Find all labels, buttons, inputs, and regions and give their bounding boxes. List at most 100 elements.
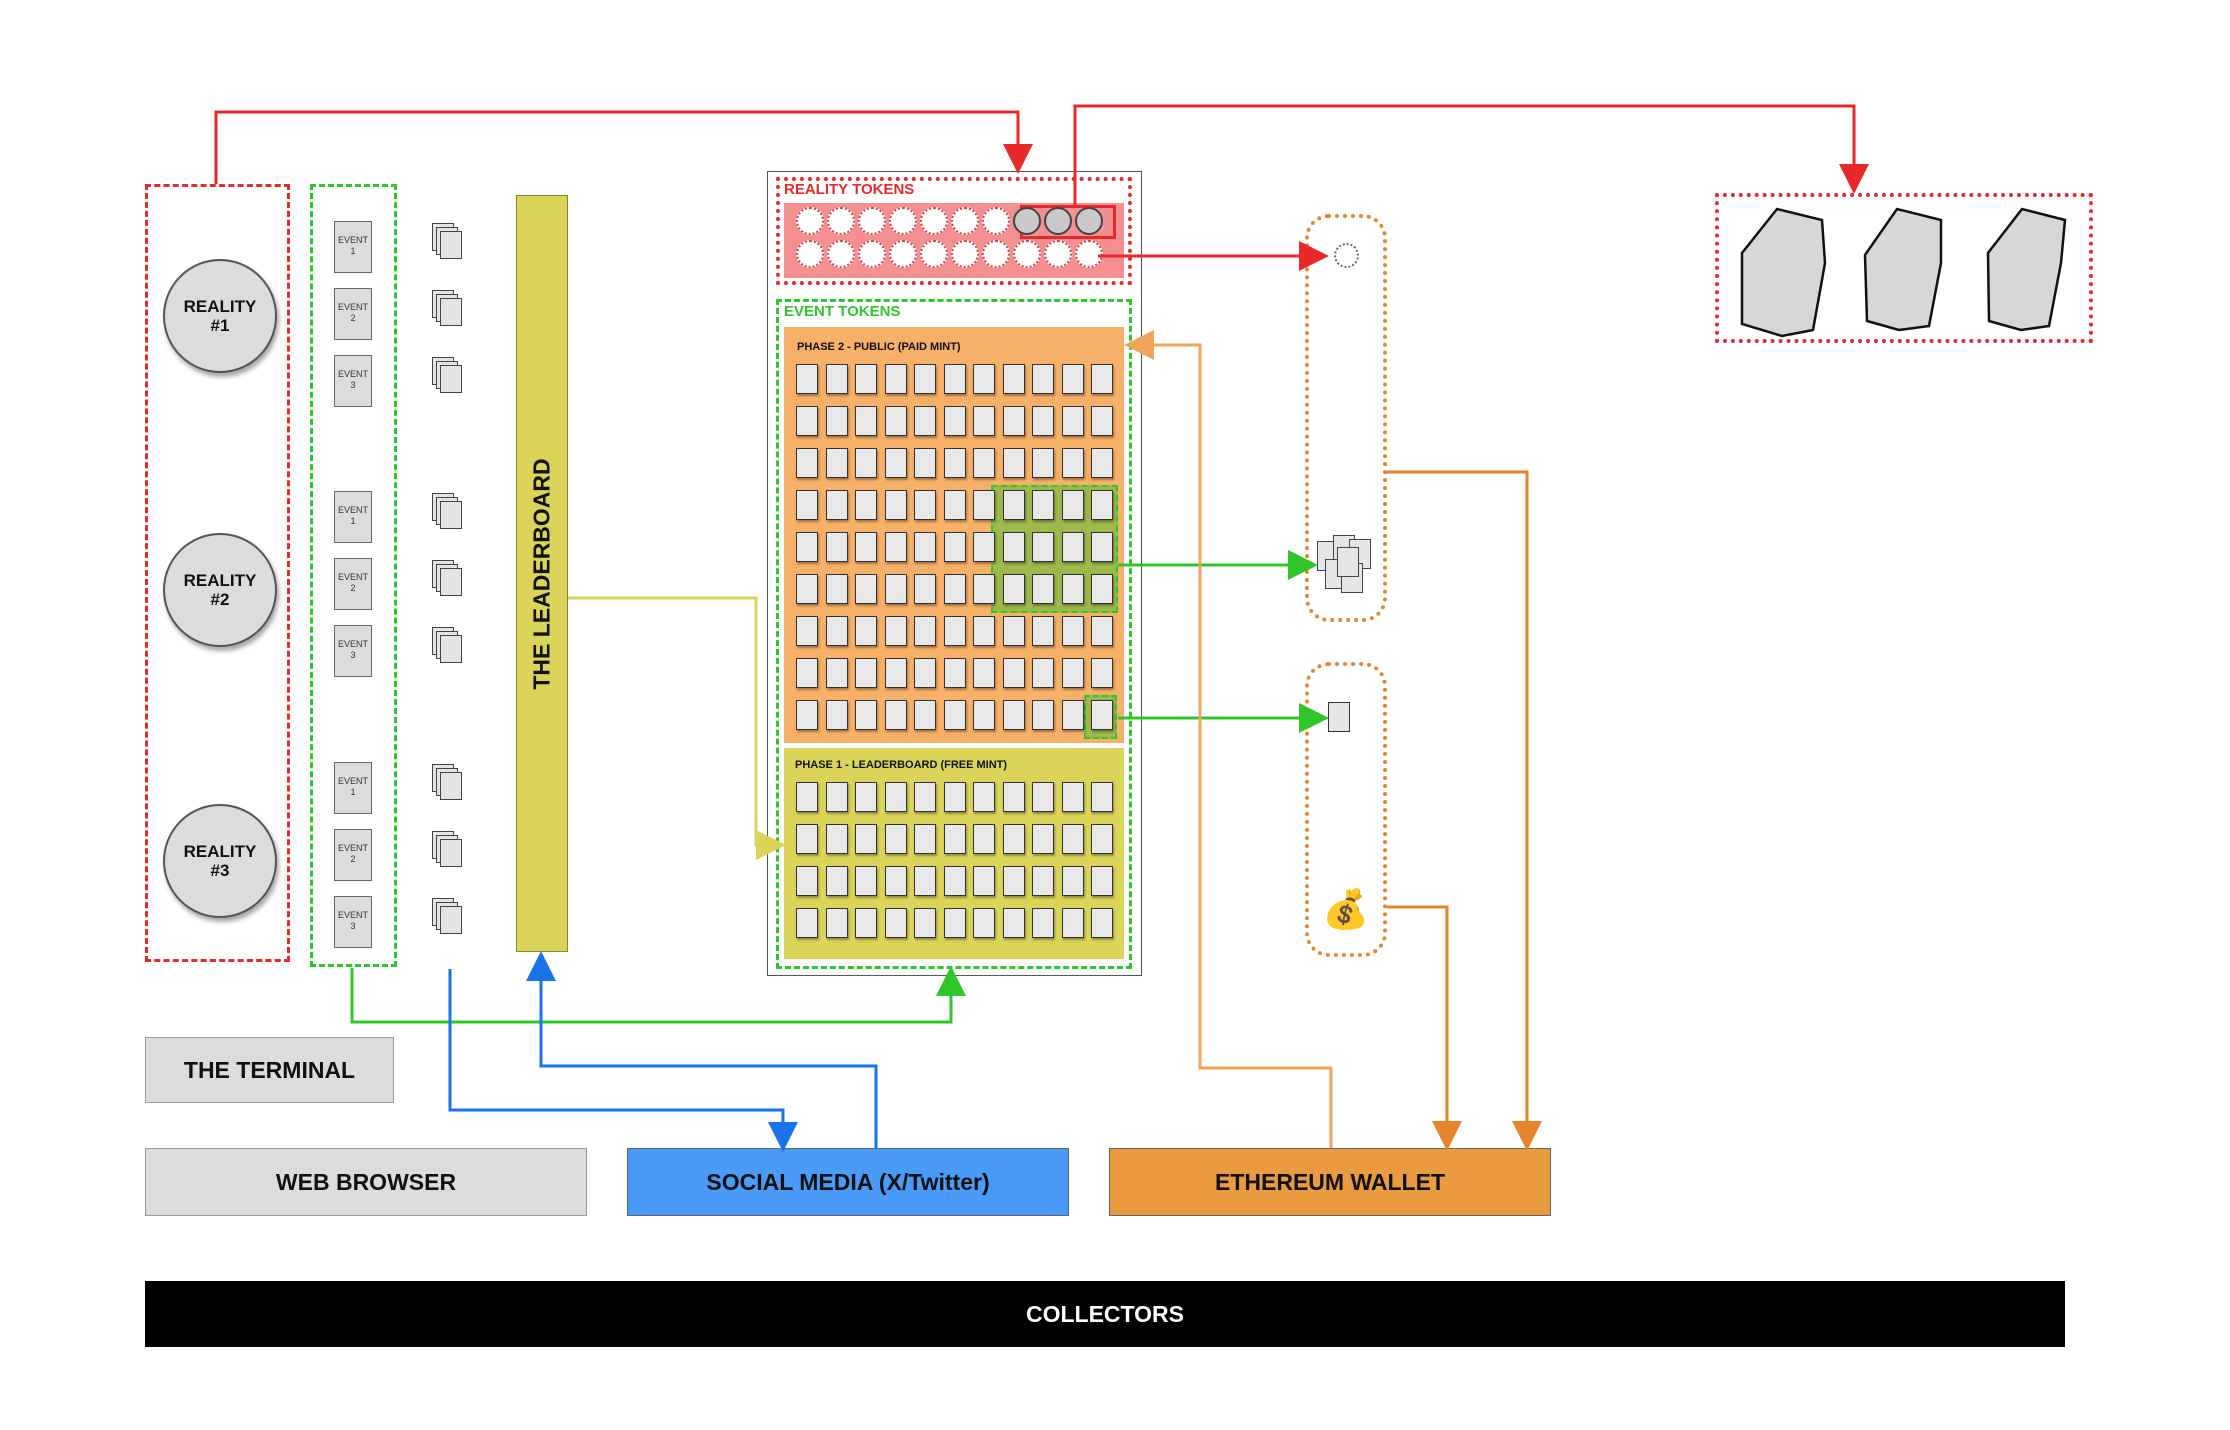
event-token[interactable] xyxy=(914,532,936,562)
event-token[interactable] xyxy=(973,406,995,436)
event-token[interactable] xyxy=(825,700,848,730)
event-token[interactable] xyxy=(1091,700,1113,730)
event-token[interactable] xyxy=(825,532,848,562)
event-token[interactable] xyxy=(1032,406,1054,436)
event-token[interactable] xyxy=(796,490,818,520)
event-token[interactable] xyxy=(1002,700,1025,730)
event-token[interactable] xyxy=(1061,658,1084,688)
event-token[interactable] xyxy=(796,532,818,562)
event-token[interactable] xyxy=(884,908,907,938)
event-token[interactable] xyxy=(973,658,995,688)
reality-token[interactable] xyxy=(827,207,855,235)
event-token[interactable] xyxy=(914,406,936,436)
event-token[interactable] xyxy=(1032,574,1054,604)
event-token[interactable] xyxy=(1061,782,1084,812)
event-token[interactable] xyxy=(884,824,907,854)
event-token[interactable] xyxy=(1091,658,1113,688)
event-token[interactable] xyxy=(796,700,818,730)
event-token[interactable] xyxy=(1002,490,1025,520)
event-token[interactable] xyxy=(973,364,995,394)
event-token[interactable] xyxy=(1091,532,1113,562)
event-token[interactable] xyxy=(973,782,995,812)
reality-token[interactable] xyxy=(1013,240,1041,268)
event-token[interactable] xyxy=(884,574,907,604)
event-token[interactable] xyxy=(1091,406,1113,436)
reality-token[interactable] xyxy=(858,240,886,268)
event-token[interactable] xyxy=(1061,490,1084,520)
event-token[interactable] xyxy=(1091,364,1113,394)
event-token[interactable] xyxy=(943,824,966,854)
event-token[interactable] xyxy=(914,364,936,394)
ethereum-wallet-bar[interactable]: ETHEREUM WALLET xyxy=(1109,1148,1551,1216)
reality-token[interactable] xyxy=(951,207,979,235)
event-token[interactable] xyxy=(855,364,877,394)
event-token[interactable] xyxy=(1032,448,1054,478)
event-token[interactable] xyxy=(884,364,907,394)
event-token[interactable] xyxy=(914,908,936,938)
event-token[interactable] xyxy=(914,616,936,646)
event-token[interactable] xyxy=(1061,406,1084,436)
event-token[interactable] xyxy=(973,866,995,896)
event-token[interactable] xyxy=(1091,448,1113,478)
reality-token[interactable] xyxy=(1044,207,1072,235)
event-token[interactable] xyxy=(943,448,966,478)
reality-token[interactable] xyxy=(858,207,886,235)
event-token[interactable] xyxy=(1002,616,1025,646)
event-token[interactable] xyxy=(1061,866,1084,896)
event-token[interactable] xyxy=(825,866,848,896)
event-token[interactable] xyxy=(1061,824,1084,854)
reality-token[interactable] xyxy=(1013,207,1041,235)
reality-token-held[interactable] xyxy=(1334,243,1359,268)
event-token[interactable] xyxy=(1002,908,1025,938)
event-token[interactable] xyxy=(855,574,877,604)
event-token[interactable] xyxy=(855,658,877,688)
event-token[interactable] xyxy=(1002,406,1025,436)
event-token[interactable] xyxy=(973,574,995,604)
event-token[interactable] xyxy=(1032,866,1054,896)
event-token[interactable] xyxy=(1002,658,1025,688)
reality-token[interactable] xyxy=(827,240,855,268)
event-token[interactable] xyxy=(914,658,936,688)
reality-2[interactable]: REALITY#2 xyxy=(163,533,277,647)
event-token[interactable] xyxy=(1002,364,1025,394)
event-token[interactable] xyxy=(796,824,818,854)
event-token[interactable] xyxy=(943,616,966,646)
reality-token[interactable] xyxy=(796,240,824,268)
event-token[interactable] xyxy=(1091,616,1113,646)
event-token[interactable] xyxy=(973,490,995,520)
event-token[interactable] xyxy=(855,406,877,436)
event-token[interactable] xyxy=(1032,364,1054,394)
terminal-bar[interactable]: THE TERMINAL xyxy=(145,1037,394,1103)
event-token[interactable] xyxy=(796,406,818,436)
event-token[interactable] xyxy=(914,824,936,854)
event-token[interactable] xyxy=(855,782,877,812)
event-token[interactable] xyxy=(1002,532,1025,562)
event-token[interactable] xyxy=(796,782,818,812)
event-token[interactable] xyxy=(855,532,877,562)
event-token[interactable] xyxy=(1032,824,1054,854)
event-token[interactable] xyxy=(1091,490,1113,520)
event-token[interactable] xyxy=(943,532,966,562)
event-token[interactable] xyxy=(914,490,936,520)
event-token[interactable] xyxy=(884,616,907,646)
event-token[interactable] xyxy=(825,448,848,478)
event-token[interactable] xyxy=(855,866,877,896)
event-token[interactable] xyxy=(1091,574,1113,604)
event-token-held[interactable] xyxy=(1328,702,1350,732)
event-token[interactable] xyxy=(943,658,966,688)
event-token[interactable] xyxy=(914,448,936,478)
event-token[interactable] xyxy=(943,908,966,938)
event-token[interactable] xyxy=(884,532,907,562)
event-token[interactable] xyxy=(855,448,877,478)
event-token[interactable] xyxy=(884,700,907,730)
event-token[interactable] xyxy=(973,448,995,478)
web-browser-bar[interactable]: WEB BROWSER xyxy=(145,1148,587,1216)
event-token[interactable] xyxy=(825,782,848,812)
event-token[interactable] xyxy=(825,364,848,394)
